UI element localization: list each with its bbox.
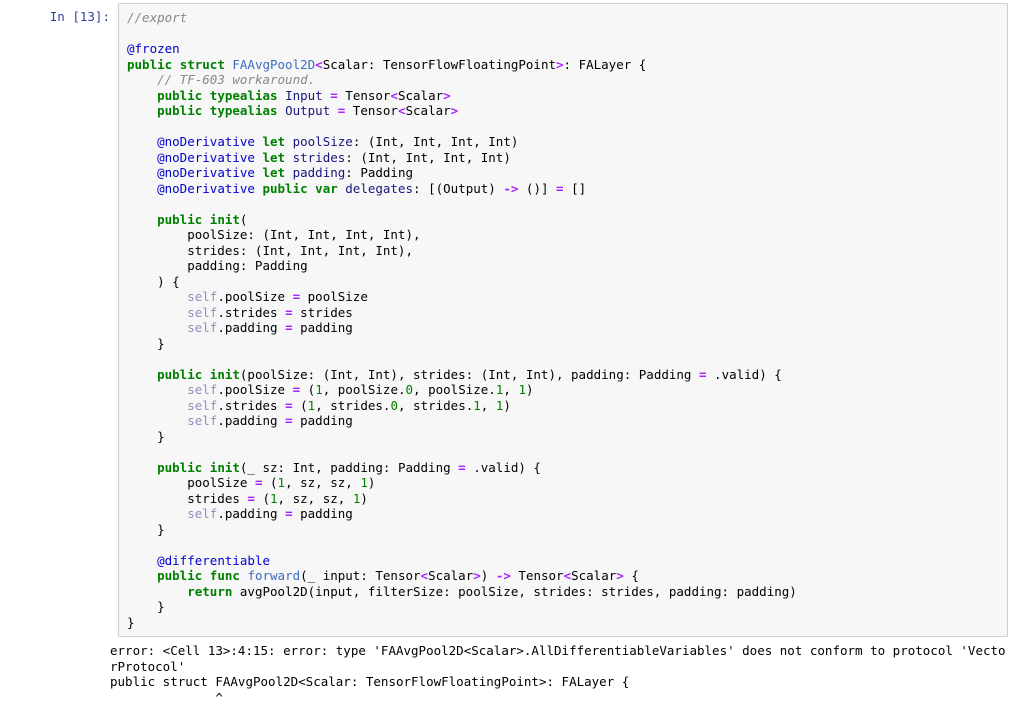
code-token: public	[262, 180, 308, 196]
code-token: typealias	[209, 87, 278, 103]
code-token: ->	[495, 568, 511, 583]
code-token: public	[157, 211, 203, 227]
code-token: self	[187, 382, 218, 397]
code-token: func	[209, 568, 240, 583]
code-token: Input	[285, 87, 323, 103]
code-token: >	[473, 568, 481, 583]
code-token: 1	[360, 475, 368, 490]
code-token: public	[157, 568, 203, 583]
code-token: let	[262, 165, 286, 180]
code-token: //export	[127, 10, 188, 25]
code-token: forward	[247, 568, 301, 583]
code-token: 1	[495, 397, 504, 413]
code-token: return	[187, 583, 233, 599]
code-token: padding	[292, 165, 346, 180]
code-token: init	[209, 366, 240, 382]
code-token: =	[337, 103, 346, 118]
code-token: <	[397, 103, 406, 118]
code-token: >	[616, 568, 624, 583]
code-token: =	[285, 320, 293, 335]
code-token: FAAvgPool2D	[232, 56, 316, 72]
code-input-area[interactable]: //export @frozen public struct FAAvgPool…	[118, 3, 1008, 637]
code-token: public	[157, 103, 203, 118]
code-token: <	[563, 568, 572, 583]
code-token: 1	[315, 382, 323, 397]
code-token: @frozen	[127, 41, 180, 56]
code-token: =	[556, 180, 564, 196]
code-token: public	[157, 366, 203, 382]
code-token: ->	[503, 180, 519, 196]
code-token: let	[262, 149, 286, 165]
code-token: <	[420, 568, 429, 583]
code-token: =	[285, 413, 293, 428]
code-token: self	[187, 506, 218, 521]
code-token: @differentiable	[157, 552, 270, 568]
code-token: =	[285, 506, 293, 521]
code-token: init	[209, 211, 240, 227]
code-token: let	[262, 134, 286, 149]
code-token: strides	[292, 149, 346, 165]
code-token: 1	[495, 382, 504, 397]
code-token: public	[127, 56, 173, 72]
code-token: =	[254, 475, 263, 490]
code-token: self	[187, 413, 218, 428]
code-token: =	[330, 87, 338, 103]
code-token: =	[285, 397, 293, 413]
code-token: self	[187, 289, 218, 304]
code-token: =	[458, 459, 466, 475]
code-token: =	[292, 382, 301, 397]
code-token: 1	[473, 397, 481, 413]
code-token: @noDerivative	[157, 149, 255, 165]
code-token: public	[157, 87, 203, 103]
code-token: >	[450, 103, 459, 118]
code-token: 1	[352, 490, 361, 506]
cell-output-row: error: <Cell 13>:4:15: error: type 'FAAv…	[0, 637, 1024, 705]
cell-execution-prompt: In [13]:	[49, 9, 110, 24]
code-token: self	[187, 320, 218, 335]
code-token: 0	[390, 397, 398, 413]
code-token: delegates	[345, 180, 414, 196]
code-token: self	[187, 397, 218, 413]
code-token: =	[698, 366, 707, 382]
code-token: // TF-603 workaround.	[157, 72, 316, 87]
code-token: >	[556, 56, 564, 72]
error-stream-output: error: <Cell 13>:4:15: error: type 'FAAv…	[110, 643, 1006, 705]
code-token: public	[157, 459, 203, 475]
code-token: Output	[285, 103, 331, 118]
code-token: @noDerivative	[157, 165, 255, 180]
code-token: =	[285, 304, 293, 320]
code-token: =	[292, 289, 301, 304]
code-token: self	[187, 304, 218, 320]
code-token: 1	[270, 490, 278, 506]
code-token: struct	[179, 56, 225, 72]
code-token: >	[443, 87, 451, 103]
code-token: 1	[307, 397, 316, 413]
code-token: =	[247, 490, 255, 506]
code-token: 1	[518, 382, 526, 397]
code-token: 1	[277, 475, 286, 490]
code-token: 0	[405, 382, 414, 397]
code-token: @noDerivative	[157, 180, 255, 196]
code-token: @noDerivative	[157, 134, 255, 149]
code-cell[interactable]: In [13]: //export @frozen public struct …	[0, 0, 1024, 637]
cell-output-area: error: <Cell 13>:4:15: error: type 'FAAv…	[110, 643, 1008, 705]
code-token: poolSize	[292, 134, 353, 149]
code-editor[interactable]: //export @frozen public struct FAAvgPool…	[127, 10, 797, 630]
code-token: init	[209, 459, 240, 475]
code-token: <	[315, 56, 323, 72]
code-token: <	[390, 87, 398, 103]
code-token: typealias	[209, 103, 278, 118]
code-token: var	[315, 180, 338, 196]
